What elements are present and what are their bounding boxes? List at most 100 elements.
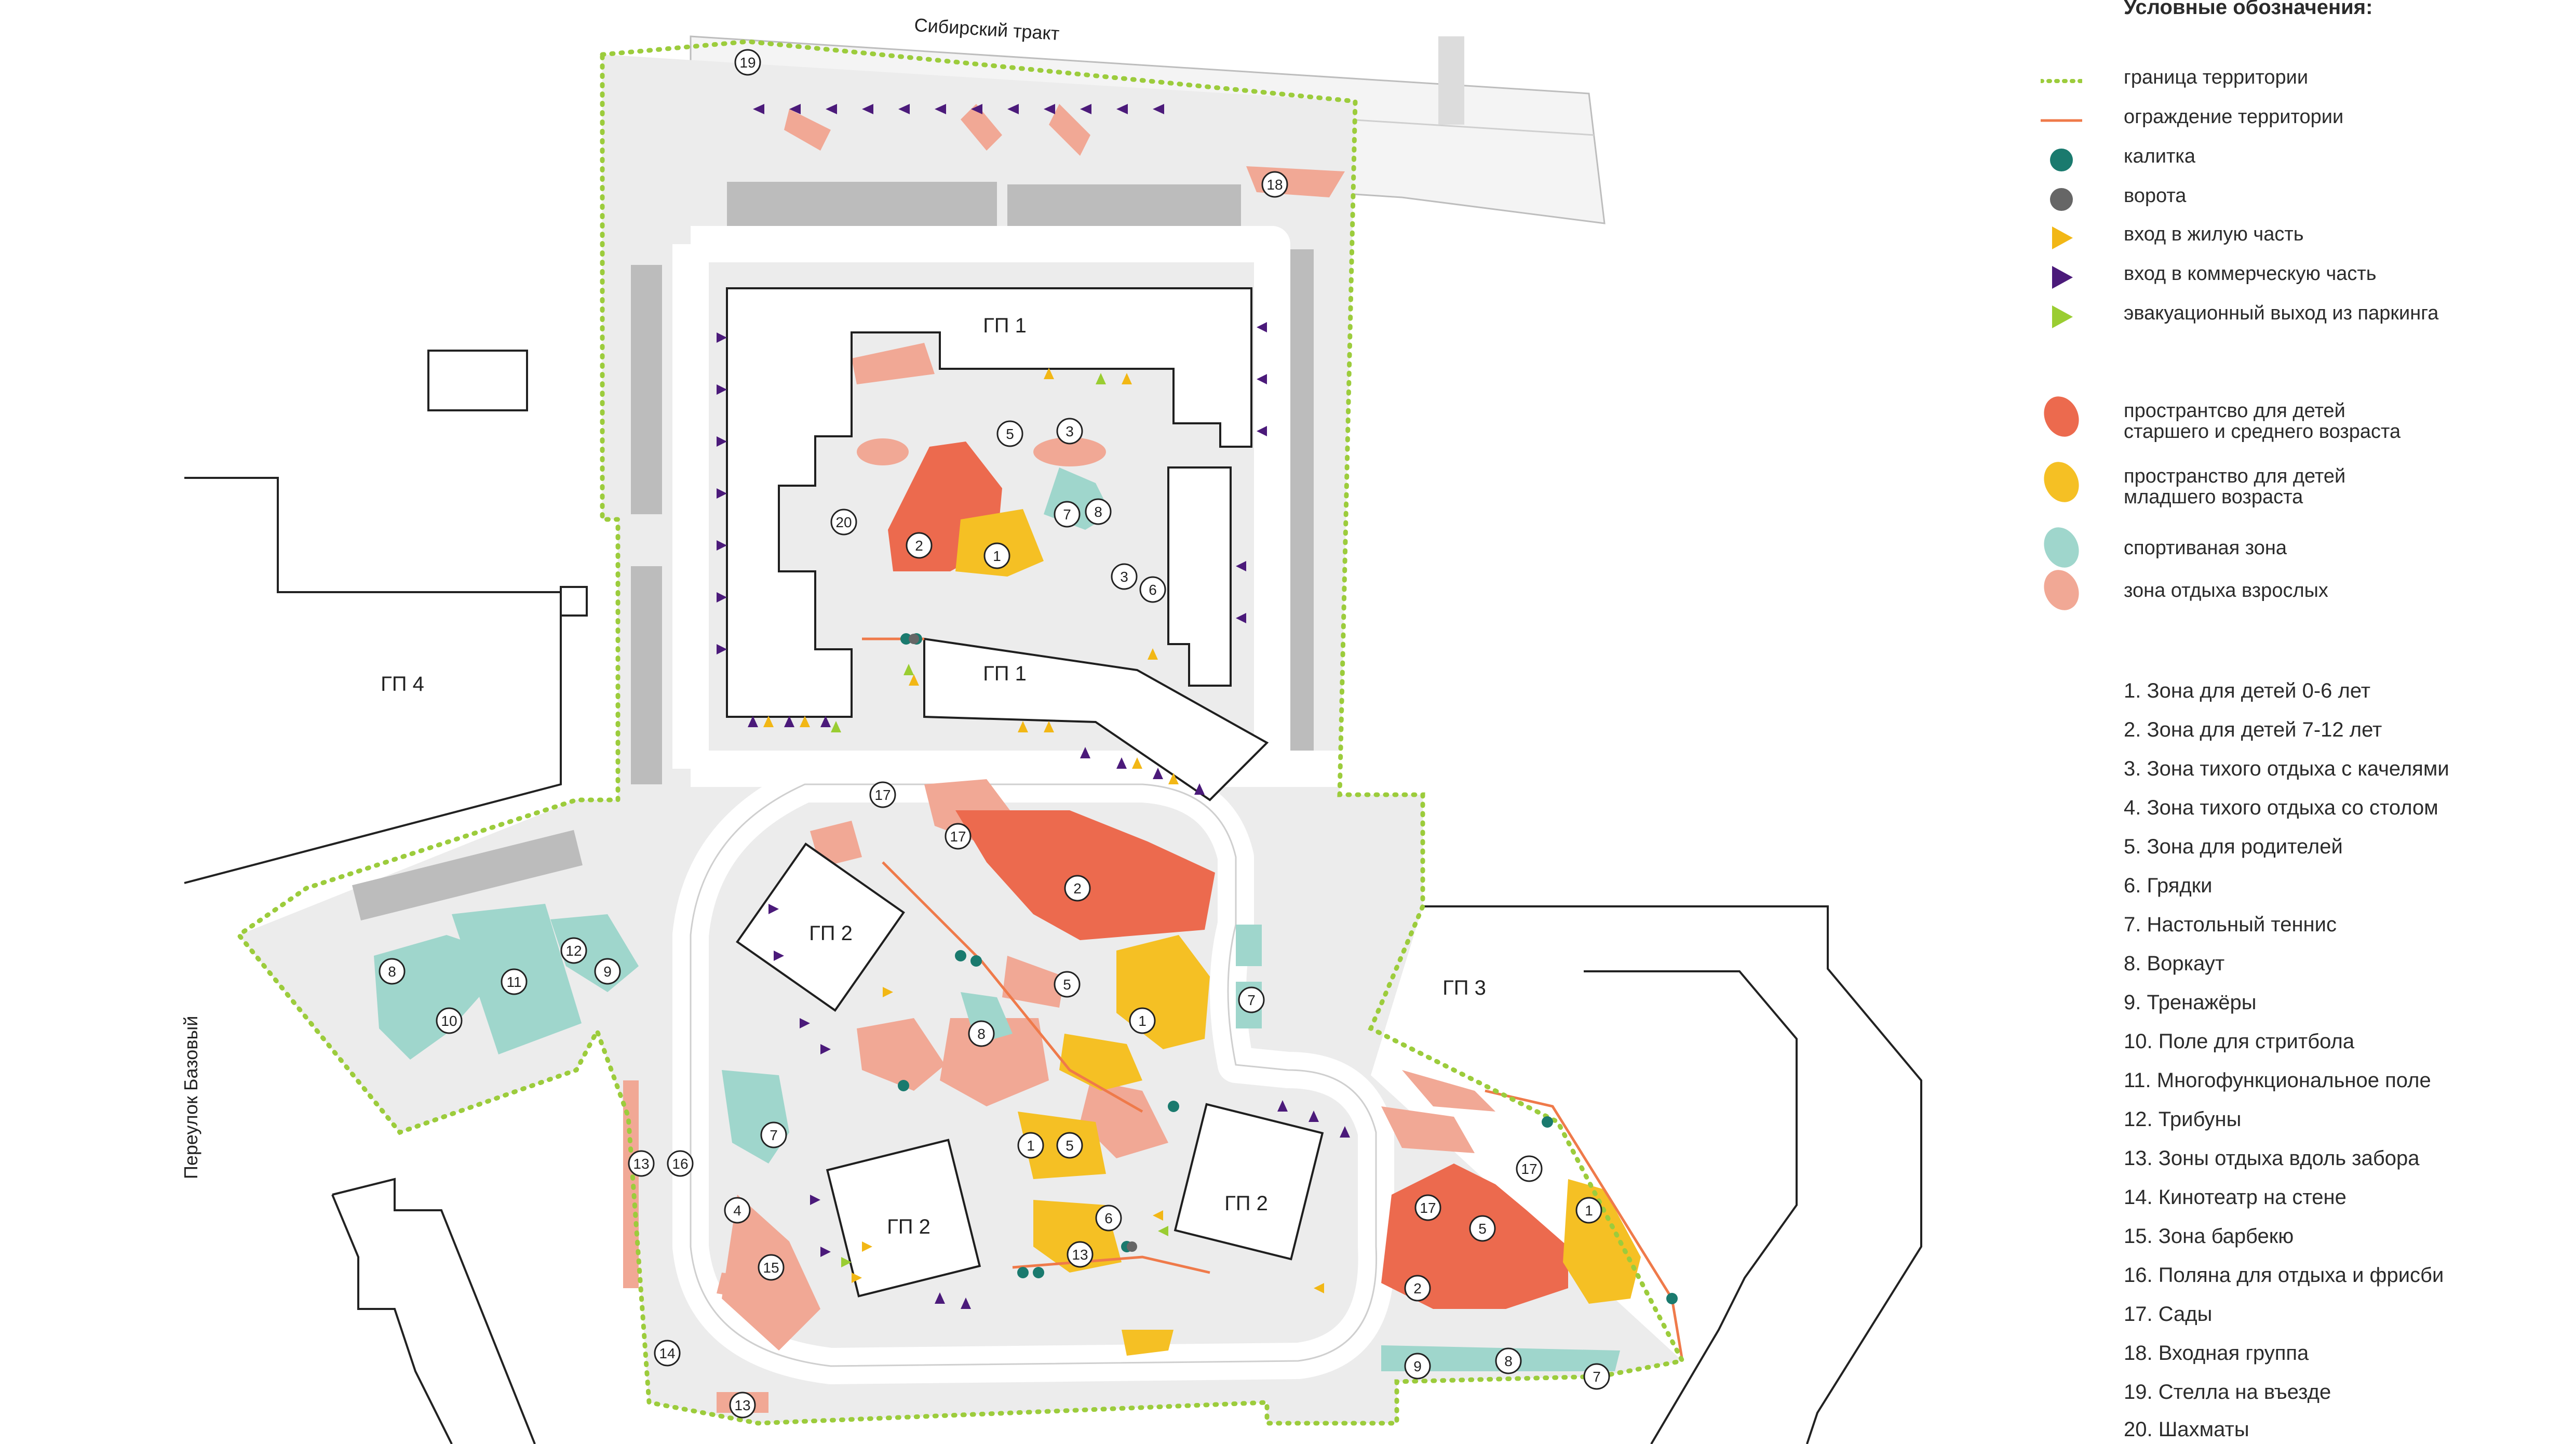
- legend-label-adult: зона отдыха взрослых: [2124, 580, 2328, 601]
- street-label-west: Переулок Базовый: [180, 1016, 201, 1179]
- building-label-gp1-bottom: ГП 1: [983, 662, 1027, 685]
- svg-text:8: 8: [388, 964, 396, 980]
- list-item: 8. Воркаут: [2124, 952, 2225, 975]
- svg-text:2: 2: [1073, 880, 1082, 897]
- marker: 8: [379, 958, 406, 985]
- buildings: [726, 287, 1324, 1298]
- legend-row-wicket: калитка: [2025, 140, 2565, 171]
- list-item: 2. Зона для детей 7-12 лет: [2124, 718, 2382, 741]
- svg-text:7: 7: [770, 1127, 778, 1143]
- marker: 14: [654, 1340, 681, 1367]
- svg-text:13: 13: [1072, 1247, 1088, 1263]
- building-gp1-bottom: [923, 637, 1269, 801]
- list-item: 18. Входная группа: [2124, 1342, 2309, 1365]
- marker: 11: [501, 968, 528, 995]
- svg-text:10: 10: [441, 1013, 457, 1029]
- list-item: 14. Кинотеатр на стене: [2124, 1186, 2346, 1209]
- legend-label-wicket: калитка: [2124, 145, 2195, 167]
- marker: 18: [1261, 171, 1288, 198]
- svg-text:5: 5: [1066, 1138, 1074, 1154]
- legend-label-young-kids-1: пространство для детей: [2124, 465, 2346, 487]
- marker: 20: [830, 509, 857, 536]
- svg-text:1: 1: [1027, 1138, 1035, 1154]
- marker: 8: [1085, 498, 1112, 525]
- legend-label-gate: ворота: [2124, 185, 2187, 207]
- svg-text:1: 1: [1585, 1202, 1593, 1219]
- svg-text:7: 7: [1593, 1369, 1601, 1385]
- yellow-triangle-icon: [2052, 226, 2073, 249]
- legend-label-young-kids-2: младшего возраста: [2124, 486, 2303, 508]
- list-item: 4. Зона тихого отдыха со столом: [2124, 796, 2438, 819]
- svg-text:20: 20: [835, 514, 852, 530]
- neighbour-outlines: [184, 350, 1922, 1444]
- svg-text:1: 1: [993, 548, 1001, 564]
- building-label-gp3: ГП 3: [1442, 977, 1486, 999]
- marker: 2: [906, 532, 933, 559]
- pink-blob-icon: [2044, 570, 2079, 610]
- list-item: 17. Сады: [2124, 1303, 2213, 1326]
- zone-markers: 1 1 1 1 2 2 2 3 3 4 5 5 5 5 6 6 7 7 7 7 …: [379, 49, 1610, 1419]
- building-label-gp1-top: ГП 1: [983, 314, 1027, 337]
- wicket-dot: [1017, 1267, 1029, 1278]
- purple-triangle-icon: [2052, 266, 2073, 289]
- list-item: 15. Зона барбекю: [2124, 1225, 2294, 1248]
- marker: 1: [983, 542, 1010, 569]
- marker: 8: [968, 1020, 995, 1047]
- svg-text:16: 16: [672, 1156, 688, 1172]
- site-boundary: [235, 39, 1686, 1426]
- marker: 16: [667, 1150, 694, 1177]
- legend-title: Условные обозначения:: [2124, 0, 2373, 19]
- svg-text:17: 17: [1420, 1200, 1436, 1216]
- marker: 1: [1017, 1132, 1044, 1159]
- marker: 9: [594, 958, 621, 985]
- marker: 12: [560, 937, 587, 964]
- svg-text:8: 8: [1504, 1353, 1513, 1369]
- site-plan: ГП 1 ГП 1 ГП 2 ГП 2 ГП 2 ГП 3 ГП 4 Сибир…: [180, 14, 1922, 1444]
- legend-row-adult: зона отдыха взрослых: [2025, 567, 2565, 619]
- gray-dot-icon: [2050, 188, 2073, 211]
- marker: 10: [436, 1007, 463, 1034]
- legend-row-sport: спортиваная зона: [2025, 525, 2565, 577]
- legend-row-evac: эвакуационный выход из паркинга: [2025, 297, 2565, 328]
- svg-text:7: 7: [1063, 506, 1071, 523]
- legend-row-fence: ограждение территории: [2025, 101, 2565, 132]
- svg-text:9: 9: [1413, 1358, 1422, 1374]
- wicket-dot: [1666, 1293, 1678, 1304]
- legend-label-evac: эвакуационный выход из паркинга: [2124, 302, 2439, 324]
- marker: 7: [1583, 1363, 1610, 1390]
- fence-lines: [862, 637, 1684, 1361]
- list-item: 10. Поле для стритбола: [2124, 1030, 2355, 1053]
- legend-label-sport: спортиваная зона: [2124, 537, 2287, 559]
- marker: 2: [1404, 1275, 1431, 1302]
- legend-label-older-kids-2: старшего и среднего возраста: [2124, 421, 2401, 443]
- list-item: 6. Грядки: [2124, 874, 2213, 897]
- marker: 19: [734, 49, 761, 76]
- legend-label-boundary: граница территории: [2124, 66, 2309, 88]
- svg-text:11: 11: [506, 974, 521, 990]
- building-label-gp2-c: ГП 2: [1224, 1192, 1268, 1215]
- svg-text:6: 6: [1149, 582, 1157, 598]
- list-item: 12. Трибуны: [2124, 1108, 2242, 1131]
- marker: 6: [1139, 576, 1166, 603]
- svg-text:17: 17: [1521, 1161, 1537, 1177]
- building-gp2-c: [1174, 1103, 1324, 1261]
- legend-label-fence: ограждение территории: [2124, 106, 2344, 128]
- marker: 8: [1495, 1347, 1522, 1374]
- list-item: 20. Шахматы: [2124, 1418, 2249, 1441]
- marker: 5: [1469, 1215, 1496, 1242]
- building-gp1-wing: [1167, 466, 1232, 687]
- svg-text:7: 7: [1247, 992, 1256, 1008]
- legend-row-older-kids: пространтсво для детей старшего и средне…: [2025, 395, 2565, 447]
- building-gp2-a: [736, 843, 905, 1012]
- svg-text:3: 3: [1066, 423, 1074, 439]
- marker: 7: [1054, 501, 1081, 528]
- marker: 9: [1404, 1353, 1431, 1380]
- legend-row-young-kids: пространство для детей младшего возраста: [2025, 460, 2565, 512]
- svg-text:17: 17: [950, 828, 966, 845]
- building-gp1: [726, 287, 1252, 718]
- list-item: 19. Стелла на въезде: [2124, 1381, 2331, 1403]
- legend-label-older-kids-1: пространтсво для детей: [2124, 400, 2345, 422]
- wicket-dot: [900, 633, 912, 645]
- entrances: [717, 104, 1350, 1309]
- svg-text:1: 1: [1138, 1013, 1147, 1029]
